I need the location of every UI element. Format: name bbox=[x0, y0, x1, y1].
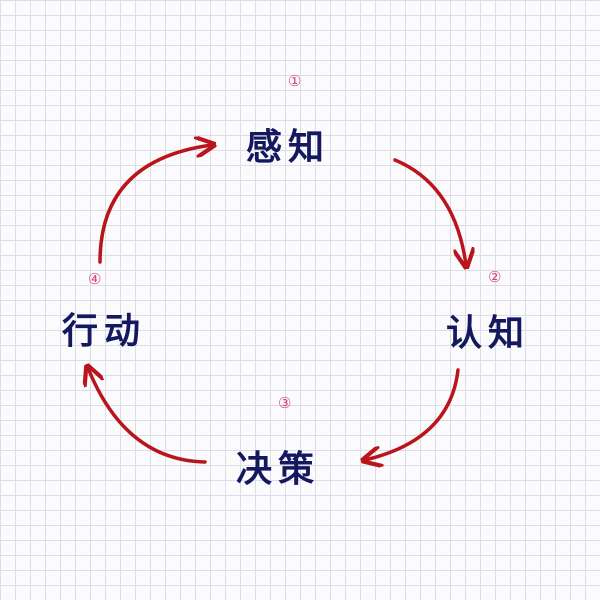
arrow-action-to-perception bbox=[98, 145, 212, 264]
node-perception: 感知 bbox=[246, 126, 331, 168]
arrow-perception-to-cognition bbox=[393, 158, 466, 265]
step-number-2: ② bbox=[488, 268, 502, 286]
node-action: 行动 bbox=[62, 310, 147, 352]
step-number-1: ① bbox=[288, 72, 302, 90]
node-decision: 决策 bbox=[236, 448, 321, 490]
step-number-4: ④ bbox=[88, 270, 102, 288]
arrow-decision-to-action bbox=[88, 368, 207, 464]
node-cognition: 认知 bbox=[446, 312, 531, 354]
arrow-cognition-to-decision bbox=[365, 368, 460, 460]
step-number-3: ③ bbox=[278, 394, 292, 412]
